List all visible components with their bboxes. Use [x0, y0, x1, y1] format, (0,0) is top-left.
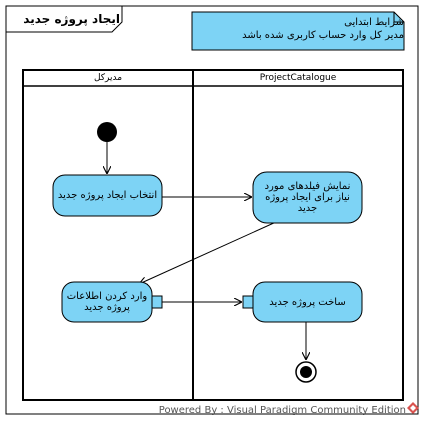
output-pin	[151, 295, 163, 309]
action-show-required-fields[interactable]	[252, 171, 363, 224]
visual-paradigm-logo-icon	[407, 402, 419, 414]
final-node-inner	[300, 366, 312, 378]
note-line-1: شرایط ابتدایی	[344, 17, 404, 28]
precondition-note	[191, 11, 405, 51]
frame-title: ایجاد پروژه جدید	[23, 12, 120, 26]
action-enter-project-info-label: وارد کردن اطلاعات پروژه جدید	[66, 291, 148, 313]
lane-header-project-catalogue: ProjectCatalogue	[259, 73, 337, 83]
frame-title-tab	[6, 5, 123, 33]
precondition-note-text: شرایط ابتدایی مدیر کل وارد حساب کاربری ش…	[196, 16, 404, 42]
initial-node	[97, 122, 117, 142]
swimlane-pool	[22, 69, 404, 401]
lane-header-general-manager: مدیرکل	[93, 73, 123, 83]
note-fold	[393, 12, 404, 23]
footer-powered-by: Powered By : Visual Paradigm Community E…	[158, 405, 406, 416]
flow-show-fields-to-enter-info	[139, 221, 277, 284]
action-select-new-project-label: انتخاب ایجاد پروژه جدید	[57, 190, 158, 201]
action-show-required-fields-label: نمایش فیلدهای مورد نیاز برای ایجاد پروژه…	[264, 181, 351, 214]
action-create-project-label: ساخت پروژه جدید	[269, 296, 346, 308]
input-pin	[242, 295, 254, 309]
note-line-2: مدیر کل وارد حساب کاربری شده باشد	[242, 30, 404, 41]
action-select-new-project[interactable]	[52, 174, 163, 217]
